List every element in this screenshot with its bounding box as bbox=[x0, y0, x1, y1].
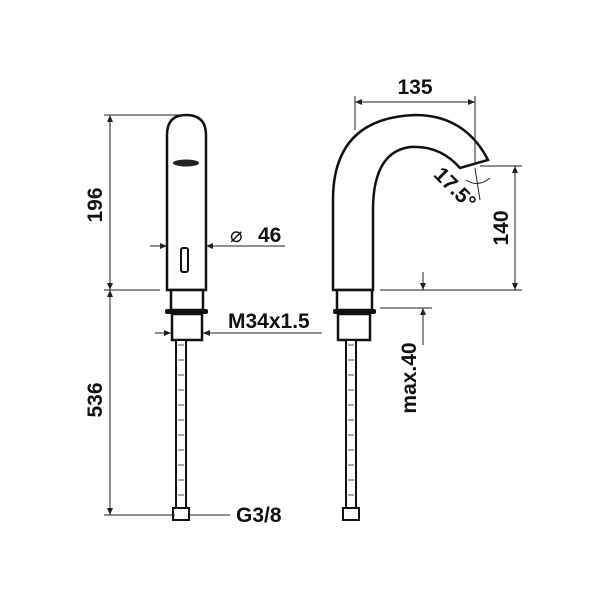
front-view-faucet bbox=[165, 113, 208, 521]
front-neck bbox=[169, 288, 205, 312]
side-neck bbox=[335, 288, 374, 312]
front-body bbox=[165, 113, 208, 292]
dim-spout-height: 140 bbox=[490, 210, 513, 245]
dim-height-upper: 196 bbox=[84, 187, 107, 222]
dim-spout-angle: 17.5° bbox=[429, 163, 480, 214]
dim-connection: G3/8 bbox=[236, 504, 282, 527]
dim-thread: M34x1.5 bbox=[228, 310, 310, 333]
side-hose bbox=[345, 339, 357, 511]
dim-diameter: 46 bbox=[258, 224, 281, 247]
sensor-window bbox=[180, 247, 189, 273]
front-hose-nut bbox=[172, 507, 190, 521]
front-shank bbox=[170, 312, 204, 342]
side-hose-nut bbox=[342, 507, 360, 521]
side-spout-body bbox=[331, 113, 490, 292]
front-hose bbox=[175, 339, 187, 511]
aerator-outlet bbox=[173, 159, 199, 167]
dim-reach: 135 bbox=[397, 76, 432, 99]
diameter-symbol: ⌀ bbox=[230, 224, 243, 247]
front-hose-braid bbox=[178, 344, 184, 496]
side-view-faucet bbox=[331, 113, 490, 521]
side-shank bbox=[336, 312, 372, 342]
dim-max-thickness: max.40 bbox=[398, 342, 421, 413]
front-dimensions: 196 536 ⌀ 46 M34x1.5 G3/8 bbox=[84, 114, 322, 527]
dim-height-lower: 536 bbox=[84, 382, 107, 417]
side-hose-braid bbox=[348, 344, 354, 496]
